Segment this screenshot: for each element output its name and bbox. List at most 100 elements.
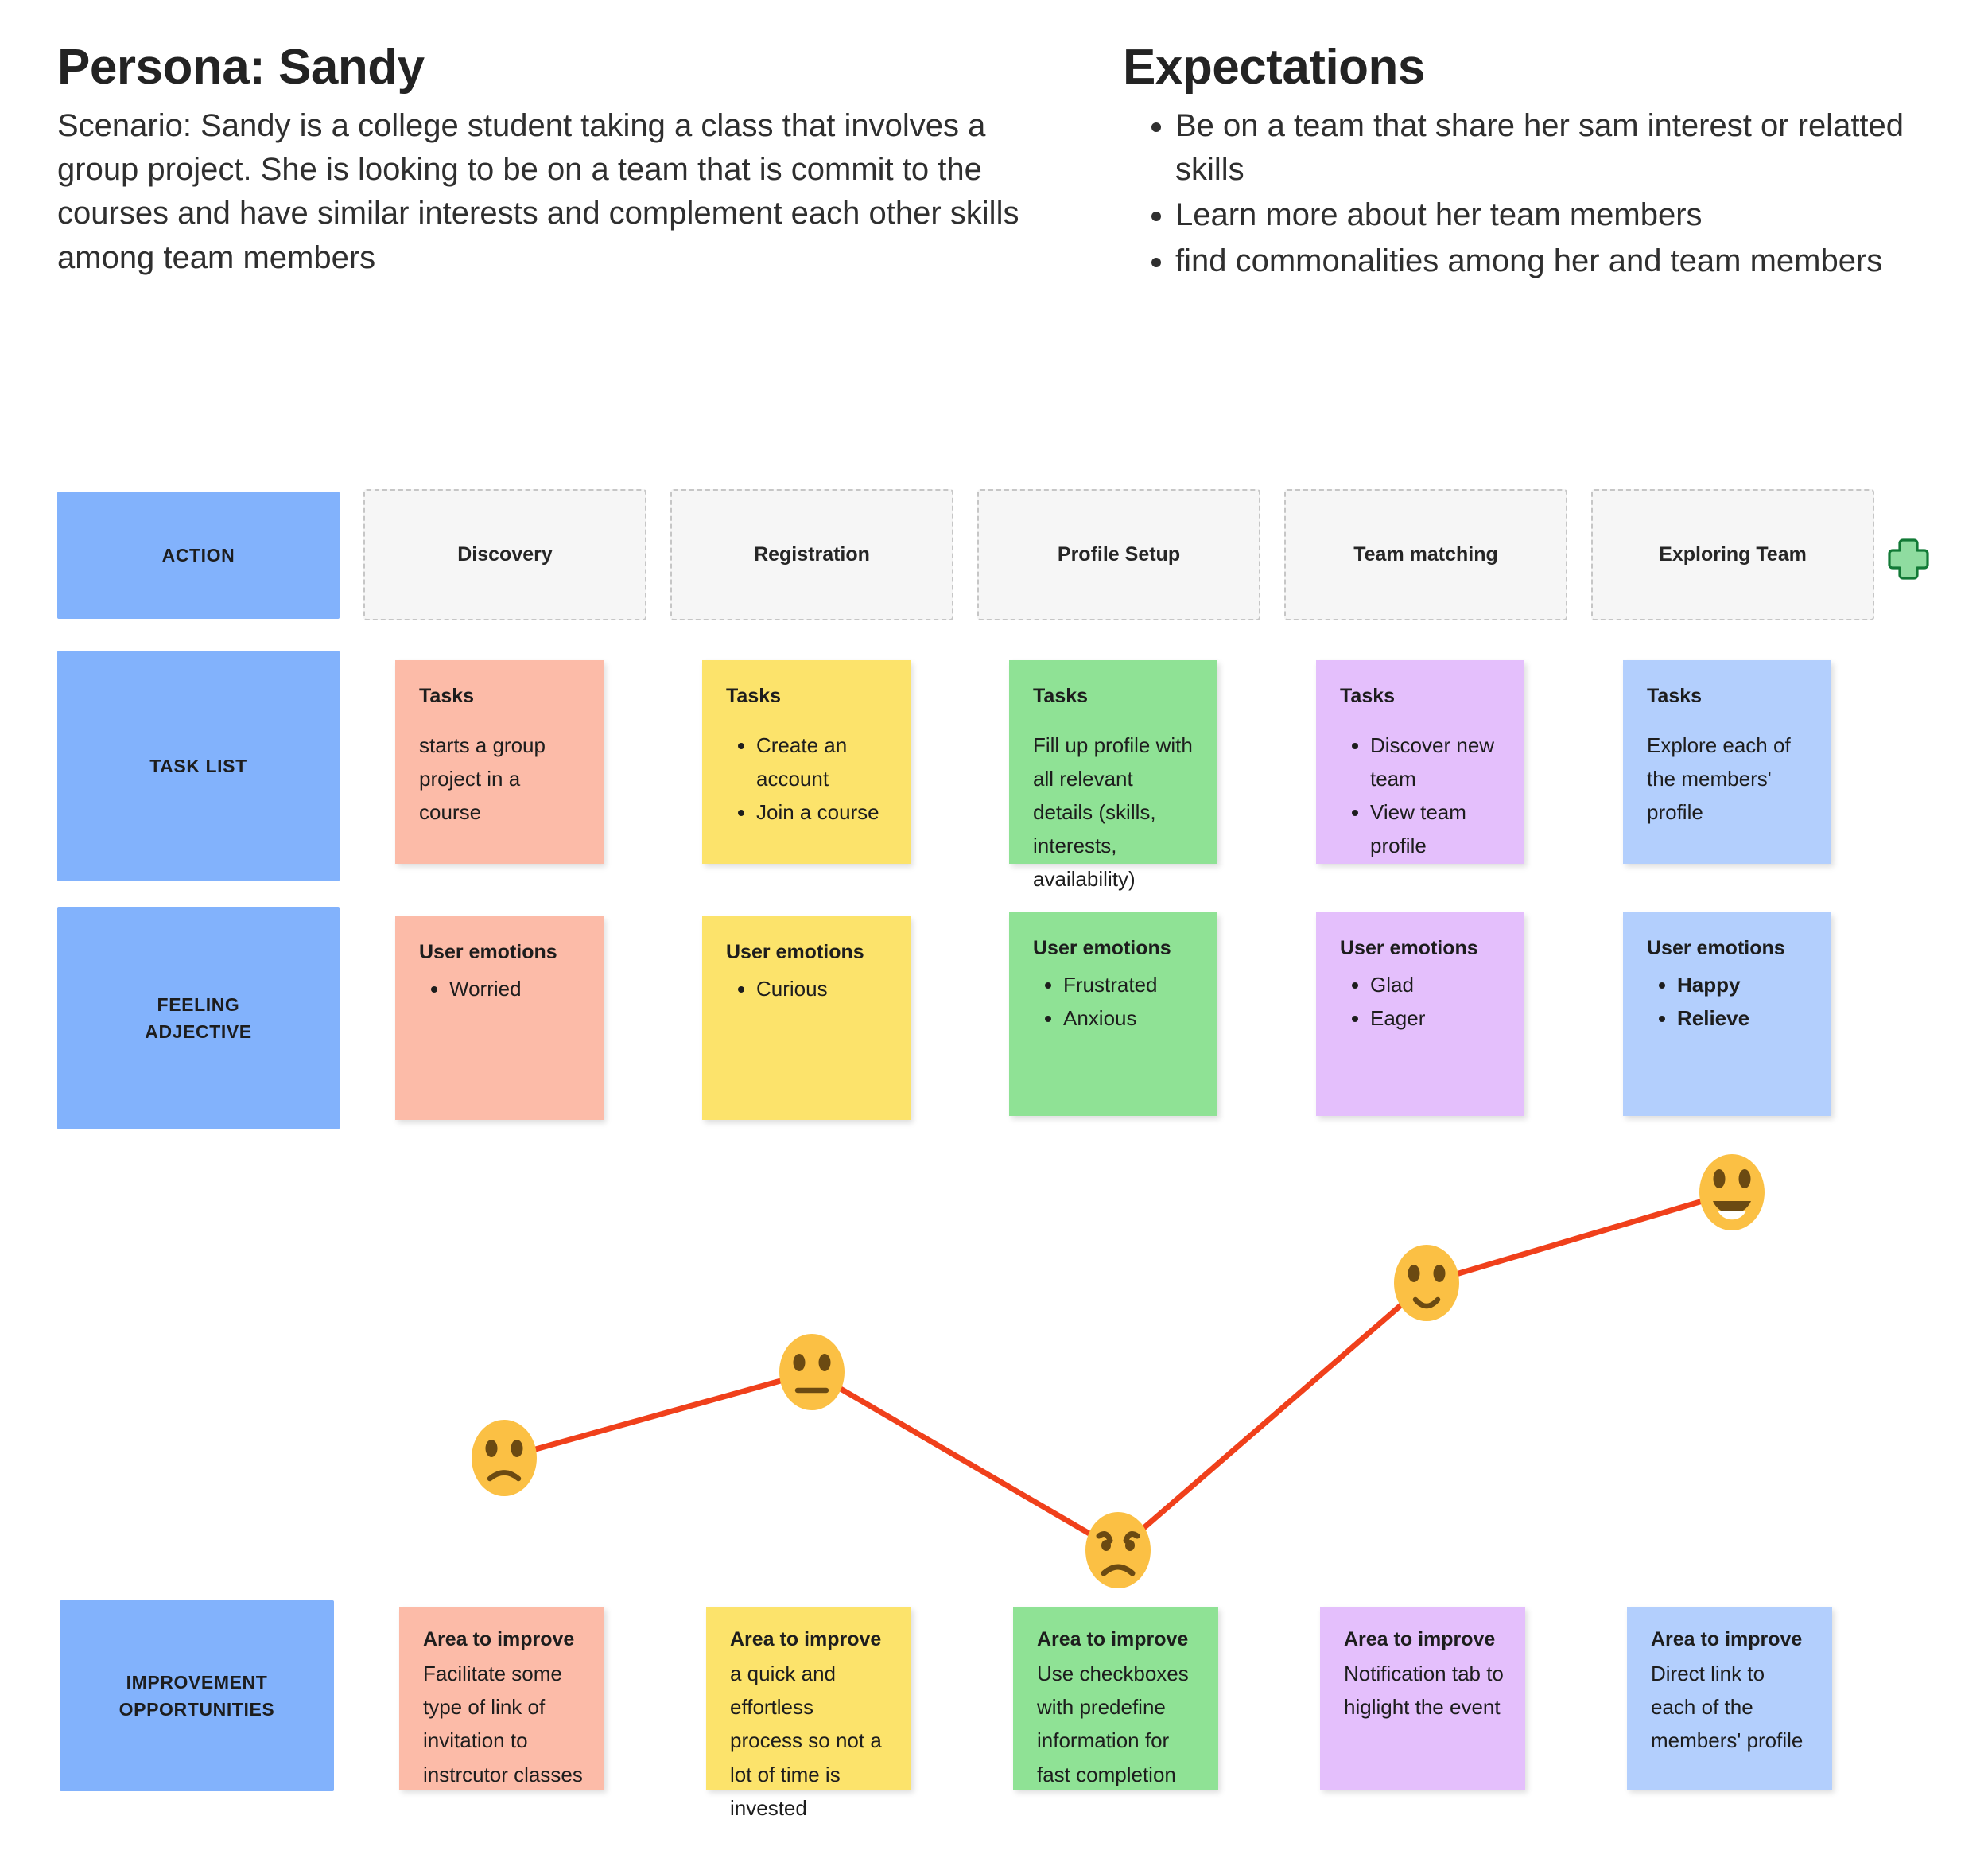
slightly-frowning-face-icon	[472, 1420, 537, 1496]
header-section: Persona: Sandy Scenario: Sandy is a coll…	[0, 0, 1988, 374]
row-label-line-1: IMPROVEMENT	[126, 1671, 268, 1693]
eye-right	[1433, 1265, 1446, 1282]
expectation-item: Learn more about her team members	[1175, 193, 1934, 237]
eye-left	[1713, 1169, 1726, 1188]
stage-label: Registration	[754, 543, 870, 566]
expectation-item: Be on a team that share her sam interest…	[1175, 104, 1934, 192]
note-title: Tasks	[419, 685, 475, 707]
list-item: Glad	[1370, 968, 1504, 1001]
eye-left	[793, 1354, 806, 1371]
eye-left	[485, 1440, 498, 1457]
eye-right	[511, 1440, 523, 1457]
brow-left	[1096, 1531, 1113, 1544]
emoji-point-profile-setup[interactable]	[1085, 1512, 1151, 1588]
emotion-note-profile-setup[interactable]: User emotions Frustrated Anxious	[1009, 912, 1217, 1116]
expectations-title: Expectations	[1123, 40, 1425, 95]
row-label-line-1: FEELING	[157, 993, 240, 1015]
note-body: Facilitate some type of link of invitati…	[423, 1662, 583, 1786]
persona-title: Persona: Sandy	[57, 40, 425, 95]
emoji-point-exploring-team[interactable]	[1699, 1154, 1765, 1230]
expectations-block: Expectations Be on a team that share her…	[1123, 41, 1934, 285]
eye-right	[818, 1354, 831, 1371]
emotion-note-registration[interactable]: User emotions Curious	[702, 916, 911, 1120]
emotion-note-discovery[interactable]: User emotions Worried	[395, 916, 604, 1120]
neutral-face-icon	[779, 1334, 845, 1410]
list-item: Create an account	[756, 729, 890, 795]
emotion-note-team-matching[interactable]: User emotions Glad Eager	[1316, 912, 1524, 1116]
angry-face-icon	[1085, 1512, 1151, 1588]
emotion-curve-line	[503, 1189, 1733, 1553]
list-item: Worried	[449, 972, 583, 1005]
note-body: starts a group project in a course	[419, 733, 546, 825]
teeth	[1718, 1211, 1746, 1220]
improvement-note-exploring-team[interactable]: Area to improve Direct link to each of t…	[1627, 1607, 1832, 1790]
note-list: Glad Eager	[1340, 968, 1504, 1035]
improvement-note-team-matching[interactable]: Area to improve Notification tab to higl…	[1320, 1607, 1525, 1790]
note-list: Curious	[726, 972, 890, 1005]
expectations-list: Be on a team that share her sam interest…	[1123, 104, 1934, 283]
stage-label: Profile Setup	[1057, 543, 1181, 566]
row-label-line-2: OPPORTUNITIES	[118, 1699, 275, 1720]
row-label-line-2: ADJECTIVE	[145, 1021, 252, 1042]
stage-chip-team-matching[interactable]: Team matching	[1284, 489, 1567, 620]
note-title: Tasks	[1647, 685, 1703, 707]
task-note-profile-setup[interactable]: Tasks Fill up profile with all relevant …	[1009, 660, 1217, 891]
note-title: Area to improve	[1344, 1628, 1496, 1650]
row-label-improvement-opportunities: IMPROVEMENT OPPORTUNITIES	[60, 1600, 334, 1791]
note-list: Frustrated Anxious	[1033, 968, 1197, 1035]
note-title: User emotions	[1033, 937, 1171, 959]
eye-right	[1125, 1540, 1135, 1551]
emotion-curve-chart	[472, 1154, 1765, 1588]
improvement-note-discovery[interactable]: Area to improve Facilitate some type of …	[399, 1607, 604, 1790]
note-body: Direct link to each of the members' prof…	[1651, 1662, 1804, 1753]
note-title: User emotions	[419, 941, 557, 963]
plus-icon	[1888, 538, 1929, 580]
add-stage-button[interactable]	[1887, 538, 1930, 581]
row-label-task-list: TASK LIST	[57, 651, 340, 881]
expectation-item: find commonalities among her and team me…	[1175, 239, 1934, 283]
brow-right	[1123, 1531, 1140, 1544]
emoji-point-registration[interactable]	[779, 1334, 845, 1410]
persona-scenario: Scenario: Sandy is a college student tak…	[57, 108, 1019, 275]
note-title: User emotions	[726, 941, 864, 963]
note-title: Area to improve	[730, 1628, 882, 1650]
emotion-note-exploring-team[interactable]: User emotions Happy Relieve	[1623, 912, 1831, 1116]
eye-left	[1101, 1540, 1111, 1551]
note-title: Area to improve	[423, 1628, 575, 1650]
slightly-smiling-face-icon	[1394, 1245, 1459, 1321]
note-title: User emotions	[1647, 937, 1785, 959]
note-body: Notification tab to higlight the event	[1344, 1662, 1504, 1720]
task-note-exploring-team[interactable]: Tasks Explore each of the members' profi…	[1623, 660, 1831, 864]
stage-chip-exploring-team[interactable]: Exploring Team	[1591, 489, 1874, 620]
note-title: User emotions	[1340, 937, 1478, 959]
note-title: Area to improve	[1037, 1628, 1189, 1650]
stage-chip-profile-setup[interactable]: Profile Setup	[977, 489, 1260, 620]
note-list: Worried	[419, 972, 583, 1005]
list-item: Relieve	[1677, 1001, 1811, 1035]
note-list: Create an account Join a course	[726, 729, 890, 829]
persona-block: Persona: Sandy Scenario: Sandy is a coll…	[57, 41, 1059, 280]
stage-chip-discovery[interactable]: Discovery	[363, 489, 646, 620]
eye-right	[1738, 1169, 1751, 1188]
note-title: Tasks	[1033, 685, 1089, 707]
emoji-point-team-matching[interactable]	[1394, 1245, 1459, 1321]
improvement-note-profile-setup[interactable]: Area to improve Use checkboxes with pred…	[1013, 1607, 1218, 1790]
emoji-point-discovery[interactable]	[472, 1420, 537, 1496]
task-note-registration[interactable]: Tasks Create an account Join a course	[702, 660, 911, 864]
eye-left	[1408, 1265, 1420, 1282]
note-list: Discover new team View team profile	[1340, 729, 1504, 862]
frown-mouth	[487, 1470, 522, 1482]
frown-mouth	[1101, 1564, 1136, 1576]
note-body: Fill up profile with all relevant detail…	[1033, 733, 1193, 892]
row-label-action: ACTION	[57, 492, 340, 619]
improvement-note-registration[interactable]: Area to improve a quick and effortless p…	[706, 1607, 911, 1820]
task-note-discovery[interactable]: Tasks starts a group project in a course	[395, 660, 604, 864]
stage-chip-registration[interactable]: Registration	[670, 489, 953, 620]
row-label-feeling-adjective: FEELING ADJECTIVE	[57, 907, 340, 1129]
list-item: Eager	[1370, 1001, 1504, 1035]
list-item: Join a course	[756, 795, 890, 829]
task-note-team-matching[interactable]: Tasks Discover new team View team profil…	[1316, 660, 1524, 864]
list-item: Anxious	[1063, 1001, 1197, 1035]
note-title: Tasks	[726, 685, 782, 707]
note-title: Tasks	[1340, 685, 1396, 707]
